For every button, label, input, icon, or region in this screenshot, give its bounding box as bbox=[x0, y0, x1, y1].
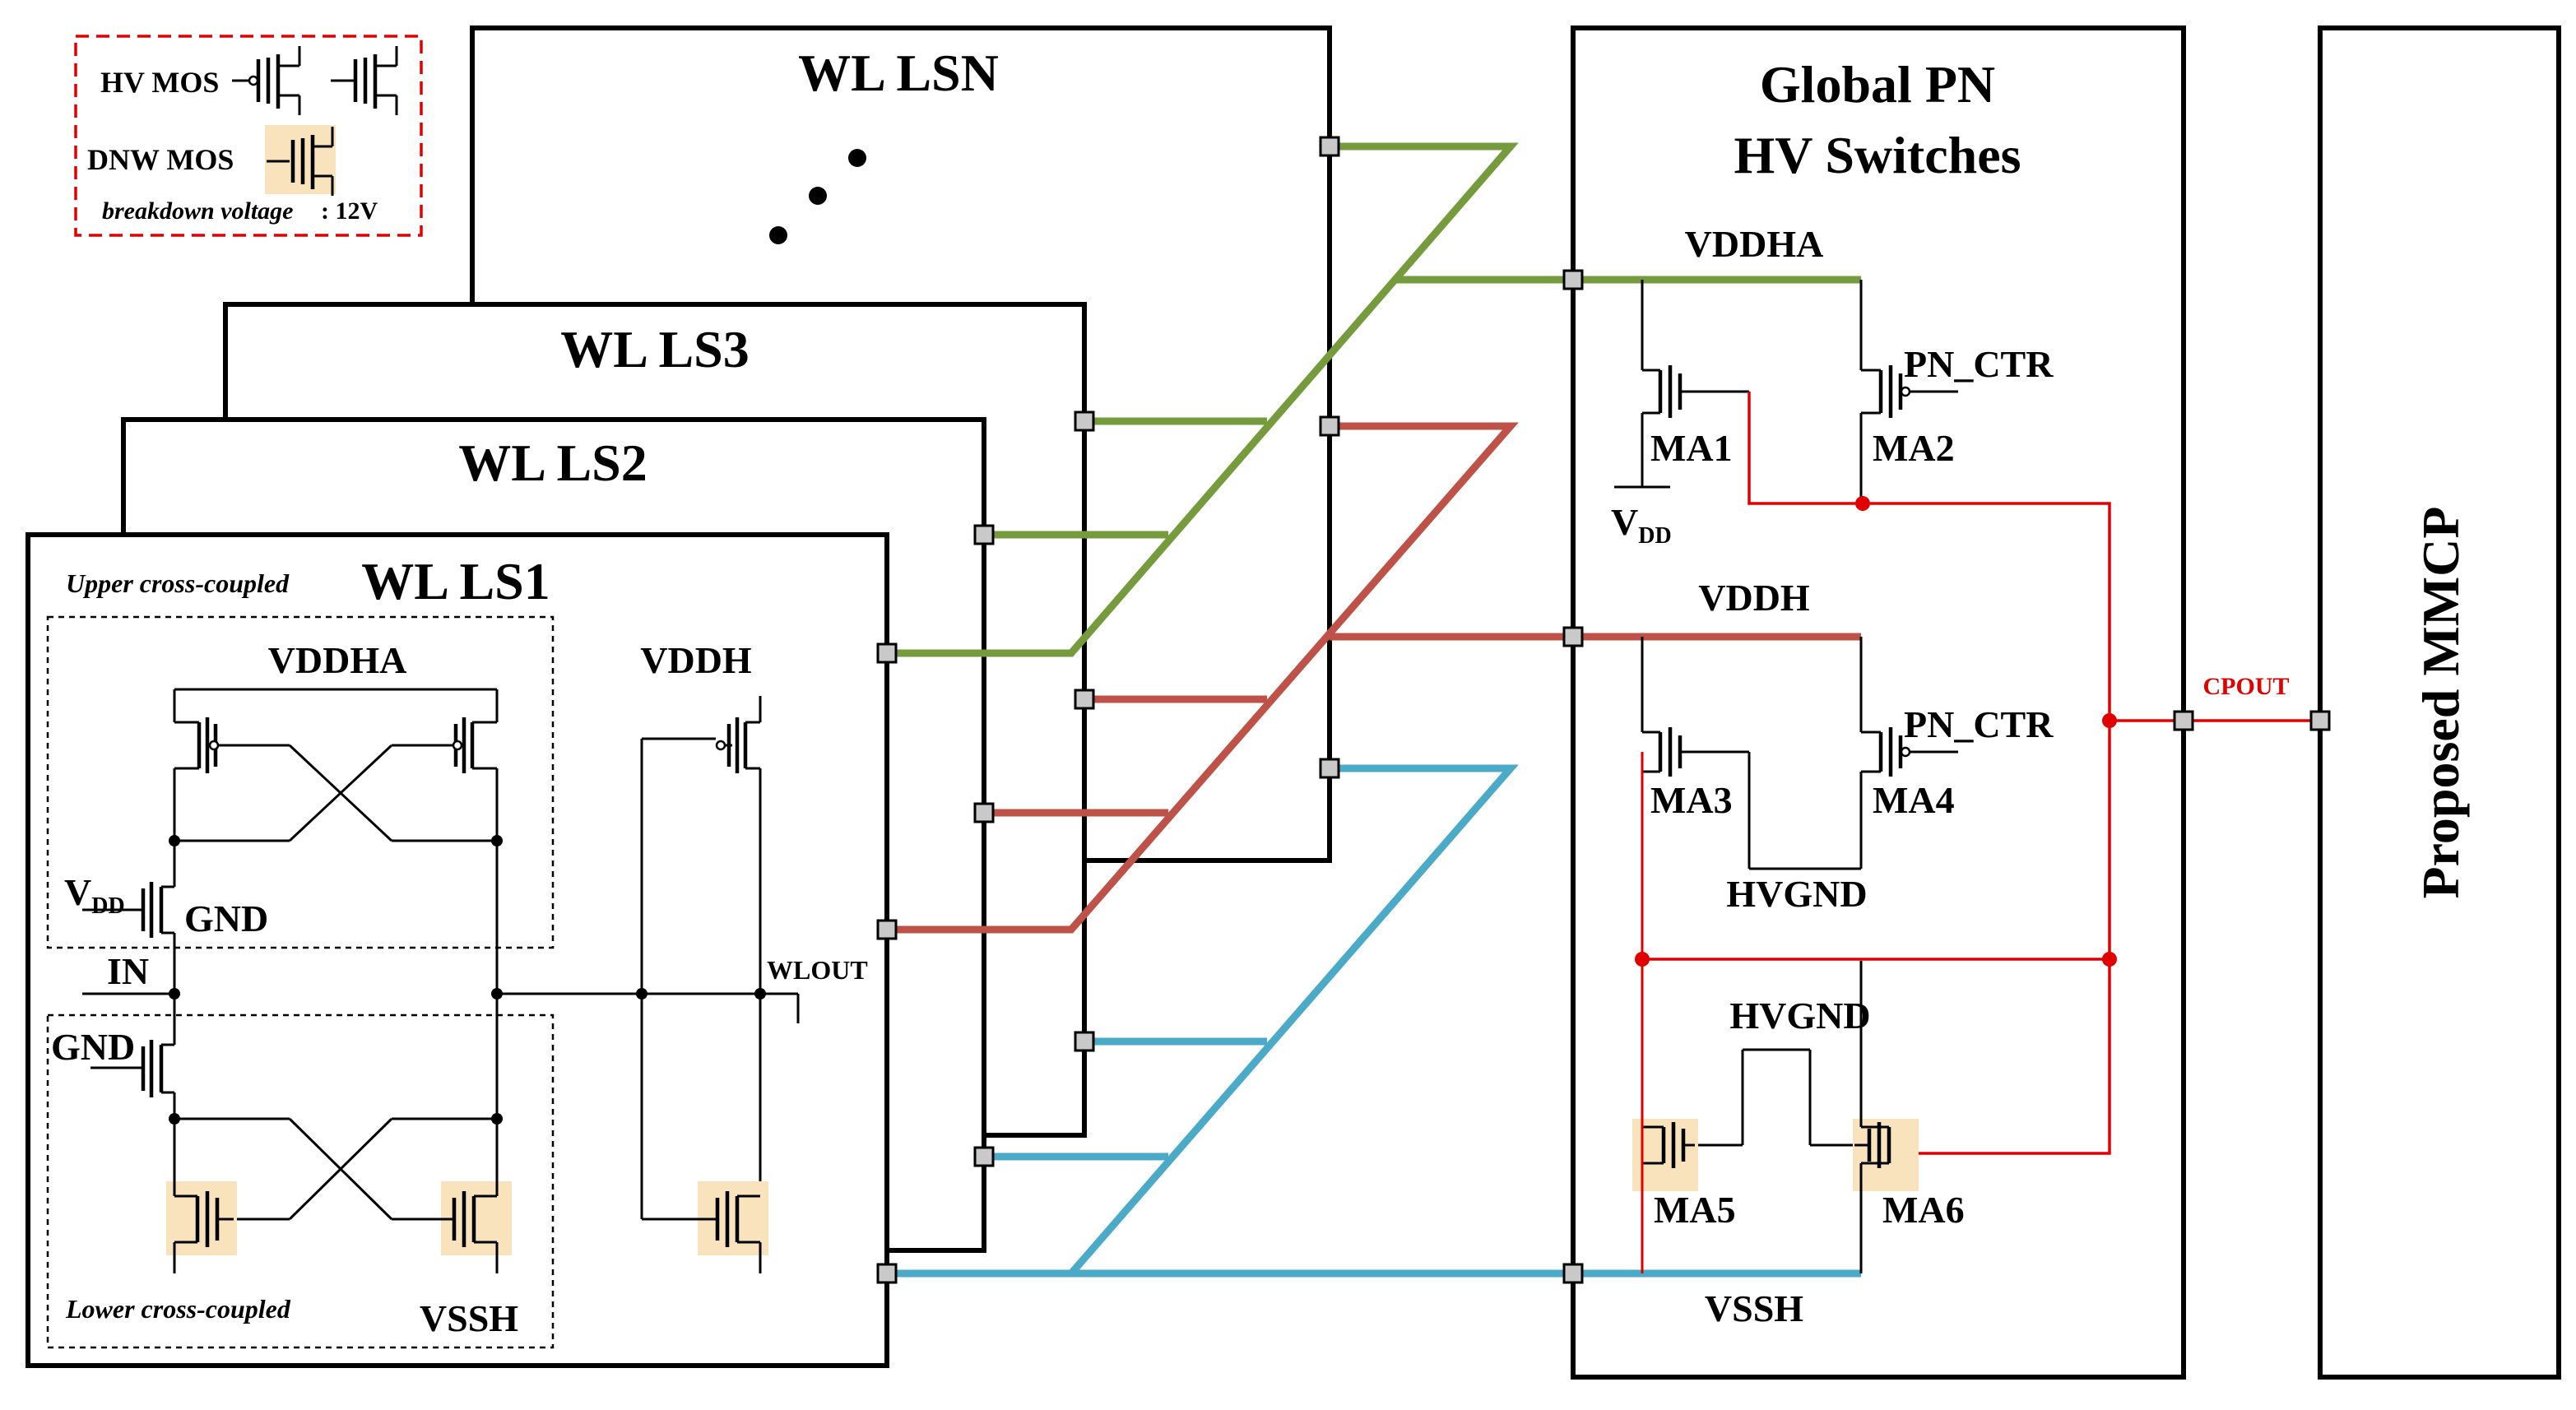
ls1-vdd-label: VDD bbox=[64, 871, 125, 919]
legend-breakdown-value: : 12V bbox=[321, 197, 378, 225]
legend-breakdown-label: breakdown voltage bbox=[102, 197, 294, 225]
port-lsn-vssh bbox=[1319, 758, 1340, 779]
block-wl-ls3-title: WL LS3 bbox=[560, 320, 749, 378]
output-pmos bbox=[642, 696, 762, 1196]
block-global-pn bbox=[1571, 26, 2186, 1380]
block-ports bbox=[876, 136, 1340, 1284]
legend-hv-mos-label: HV MOS bbox=[100, 66, 219, 99]
hv-pmos-icon bbox=[232, 46, 301, 115]
port-global-vddha bbox=[1562, 269, 1584, 290]
port-ls1-vddh bbox=[876, 919, 898, 940]
block-wl-ls1-title: WL LS1 bbox=[361, 552, 550, 610]
dnw-highlight bbox=[265, 125, 336, 194]
lower-cross-coupled-group bbox=[46, 1013, 555, 1349]
port-global-vddh bbox=[1562, 626, 1584, 647]
vdd-gated-pmos bbox=[82, 841, 176, 994]
port-ls3-vddha bbox=[1074, 410, 1095, 432]
mmcp-title: Proposed MMCP bbox=[2411, 507, 2470, 899]
dnw-mos-icon bbox=[267, 127, 334, 196]
hv-nmos-icon bbox=[331, 46, 398, 115]
hvgnd-2-label: HVGND bbox=[1729, 995, 1870, 1037]
port-ls3-vddh bbox=[1074, 689, 1095, 710]
transistor-ma4 bbox=[1859, 637, 1958, 869]
block-wl-lsn-title: WL LSN bbox=[798, 44, 999, 102]
ma4-label: MA4 bbox=[1873, 779, 1955, 821]
ls1-gnd-top-label: GND bbox=[184, 897, 268, 939]
upper-right-pmos bbox=[438, 717, 499, 994]
ls1-vddha-label: VDDHA bbox=[268, 639, 407, 681]
lower-left-dnw-nmos bbox=[173, 1119, 234, 1273]
global-vssh-label: VSSH bbox=[1705, 1287, 1803, 1329]
ma2-label: MA2 bbox=[1873, 427, 1955, 469]
global-vddh-label: VDDH bbox=[1698, 577, 1810, 619]
ls1-vssh-label: VSSH bbox=[420, 1297, 518, 1339]
vddha-bus bbox=[887, 142, 1861, 657]
port-lsn-vddh bbox=[1319, 415, 1340, 437]
port-global-cpout bbox=[2173, 710, 2194, 731]
transistor-ma2 bbox=[1859, 280, 1958, 503]
ls1-wlout-label: WLOUT bbox=[767, 955, 868, 985]
ma6-label: MA6 bbox=[1882, 1189, 1965, 1231]
port-global-vssh bbox=[1562, 1263, 1584, 1284]
port-ls3-vssh bbox=[1074, 1031, 1095, 1052]
control-net bbox=[1635, 392, 2320, 1273]
ls1-vddh-label: VDDH bbox=[640, 639, 752, 681]
port-lsn-vddha bbox=[1319, 136, 1340, 157]
legend-dnw-mos-label: DNW MOS bbox=[87, 143, 234, 176]
ellipsis-dot bbox=[848, 149, 866, 167]
vddh-bus bbox=[887, 422, 1861, 934]
ma6-dnw-highlight bbox=[1853, 1119, 1919, 1191]
ls1-gnd-bottom-label: GND bbox=[51, 1026, 135, 1068]
lower-right-dnw-nmos bbox=[438, 1119, 499, 1273]
ls1-circuit: Upper cross-coupled Lower cross-coupled … bbox=[46, 568, 868, 1349]
port-mmcp-cpout bbox=[2309, 710, 2331, 731]
port-ls2-vssh bbox=[973, 1146, 995, 1167]
legend-box: HV MOS DNW MOS bbox=[74, 35, 423, 237]
ellipsis-dot bbox=[809, 187, 827, 205]
ellipsis-dot bbox=[769, 226, 787, 244]
block-wl-ls2-title: WL LS2 bbox=[458, 434, 647, 492]
port-ls2-vddha bbox=[973, 524, 995, 545]
port-ls1-vddha bbox=[876, 642, 898, 664]
port-ls1-vssh bbox=[876, 1263, 898, 1284]
pn-ctr-1-label: PN_CTR bbox=[1904, 343, 2054, 385]
global-pn-title-line2: HV Switches bbox=[1734, 126, 2021, 184]
gnd-gated-nmos bbox=[91, 994, 176, 1119]
upper-left-pmos bbox=[173, 717, 234, 841]
pn-ctr-2-label: PN_CTR bbox=[1904, 703, 2054, 745]
ls1-in-label: IN bbox=[107, 950, 149, 992]
port-ls2-vddh bbox=[973, 802, 995, 823]
hvgnd-1-label: HVGND bbox=[1726, 873, 1867, 915]
ma5-label: MA5 bbox=[1654, 1189, 1736, 1231]
ma3-label: MA3 bbox=[1650, 779, 1733, 821]
upper-group-label: Upper cross-coupled bbox=[66, 568, 290, 598]
output-dnw-nmos bbox=[642, 1191, 762, 1273]
block-proposed-mmcp bbox=[2318, 26, 2561, 1380]
ma1-label: MA1 bbox=[1650, 427, 1733, 469]
transistor-ma6 bbox=[1854, 961, 1891, 1273]
cpout-label: CPOUT bbox=[2203, 673, 2290, 700]
lower-group-label: Lower cross-coupled bbox=[65, 1294, 291, 1324]
global-vddha-label: VDDHA bbox=[1685, 223, 1824, 265]
vssh-bus bbox=[887, 764, 1861, 1278]
global-pn-title-line1: Global PN bbox=[1760, 55, 1995, 114]
global-vdd-label: VDD bbox=[1611, 501, 1672, 549]
transistor-ma1 bbox=[1614, 280, 1749, 489]
